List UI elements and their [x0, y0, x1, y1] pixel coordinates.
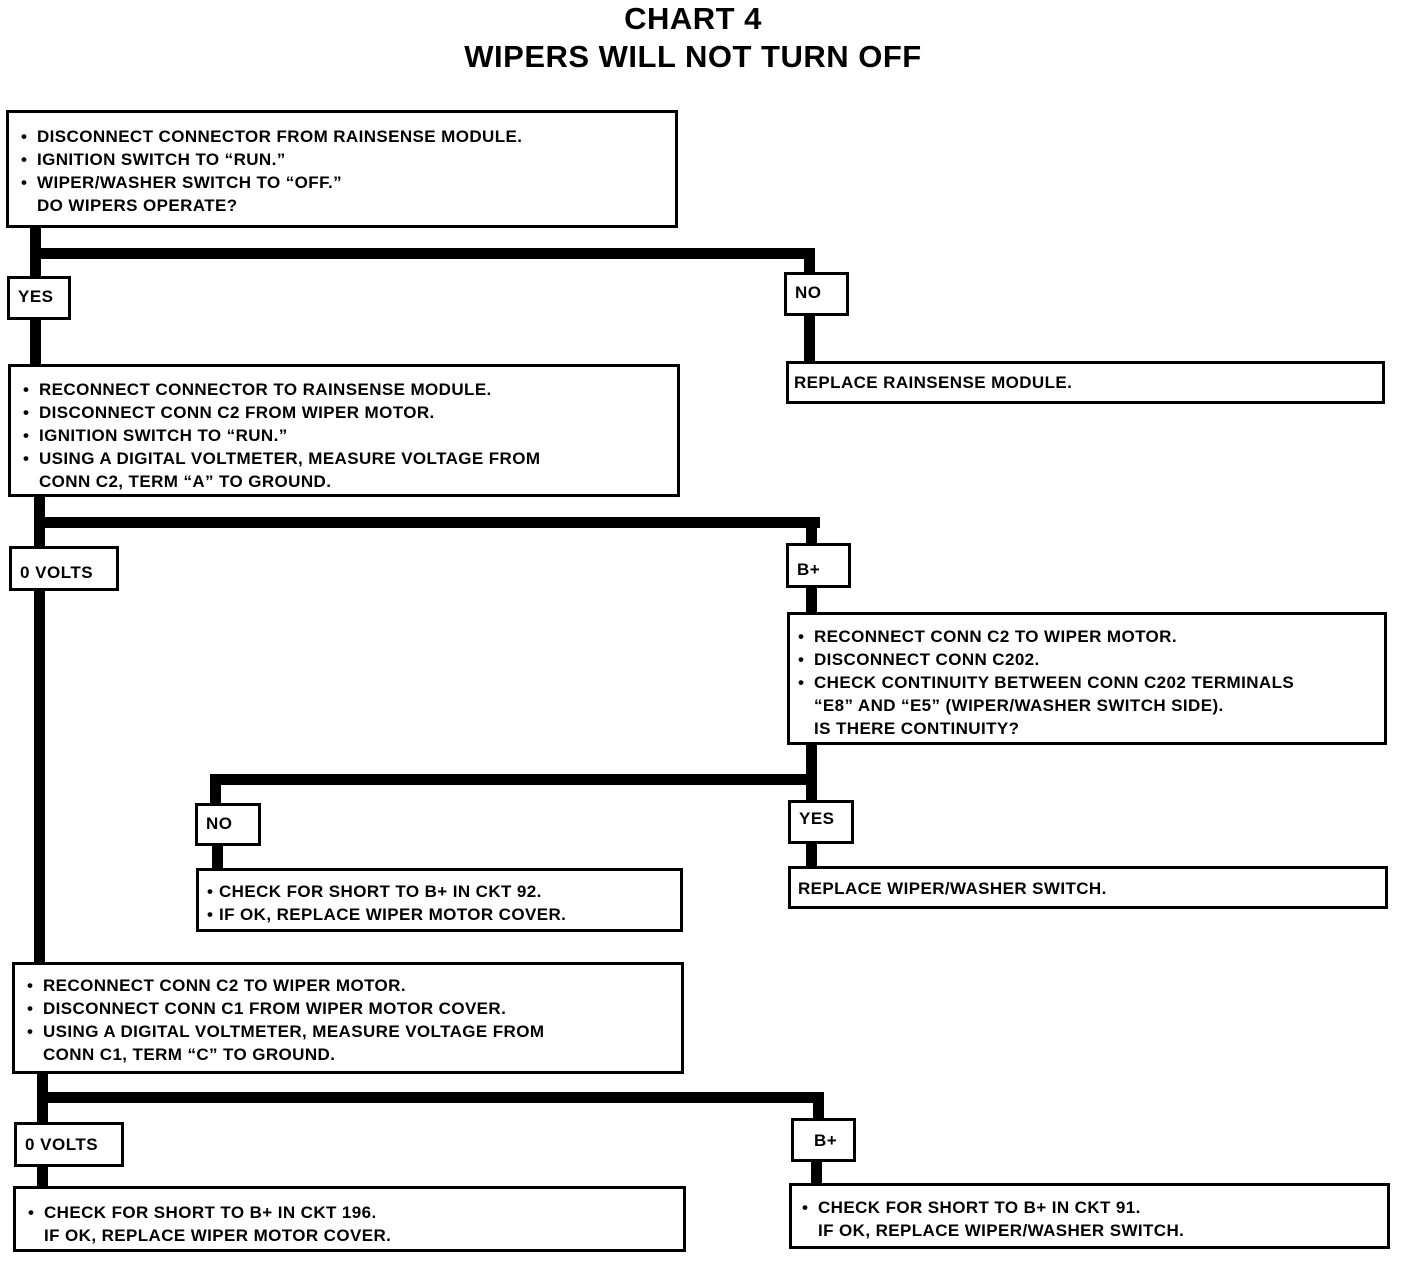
short-ckt196-box: CHECK FOR SHORT TO B+ IN CKT 196. IF OK,…: [13, 1186, 686, 1252]
step2-continuation: CONN C2, TERM “A” TO GROUND.: [39, 472, 332, 491]
replace-switch-box: REPLACE WIPER/WASHER SWITCH.: [788, 866, 1388, 909]
connector-line: [37, 1092, 824, 1103]
connector-line: [210, 774, 221, 806]
step3-bullet: RECONNECT CONN C2 TO WIPER MOTOR.: [794, 625, 1384, 648]
step3-continuation: “E8” AND “E5” (WIPER/WASHER SWITCH SIDE)…: [814, 696, 1224, 715]
connector-line: [210, 774, 817, 785]
step1-bullet: IGNITION SWITCH TO “RUN.”: [17, 148, 675, 171]
step1-box: DISCONNECT CONNECTOR FROM RAINSENSE MODU…: [6, 110, 678, 228]
step1-bullet: DISCONNECT CONNECTOR FROM RAINSENSE MODU…: [17, 125, 675, 148]
step2-box: RECONNECT CONNECTOR TO RAINSENSE MODULE.…: [8, 364, 680, 497]
connector-line: [806, 584, 817, 616]
step3-yes-label: YES: [788, 800, 854, 844]
step1-yes-label: YES: [7, 276, 71, 320]
connector-line: [34, 588, 45, 968]
replace-rainsense-box: REPLACE RAINSENSE MODULE.: [786, 361, 1385, 404]
step4-bullet: DISCONNECT CONN C1 FROM WIPER MOTOR COVE…: [23, 997, 681, 1020]
step4-box: RECONNECT CONN C2 TO WIPER MOTOR. DISCON…: [12, 962, 684, 1074]
connector-line: [813, 1092, 824, 1124]
step1-no-label: NO: [784, 272, 849, 316]
connector-line: [804, 312, 815, 364]
connector-line: [806, 517, 817, 547]
step2-bullet: DISCONNECT CONN C2 FROM WIPER MOTOR.: [19, 401, 677, 424]
short-ckt196-bullet: CHECK FOR SHORT TO B+ IN CKT 196.: [24, 1201, 683, 1224]
short-ckt91-continuation: IF OK, REPLACE WIPER/WASHER SWITCH.: [818, 1221, 1185, 1240]
step4-bullet: USING A DIGITAL VOLTMETER, MEASURE VOLTA…: [23, 1020, 681, 1043]
step1-question: DO WIPERS OPERATE?: [37, 196, 238, 215]
connector-line: [806, 741, 817, 803]
chart-number: CHART 4: [624, 1, 762, 36]
step3-no-label: NO: [195, 803, 261, 846]
step4-bplus-label: B+: [791, 1118, 856, 1162]
step3-bullet: CHECK CONTINUITY BETWEEN CONN C202 TERMI…: [794, 671, 1384, 694]
step1-bullet: WIPER/WASHER SWITCH TO “OFF.”: [17, 171, 675, 194]
connector-line: [34, 517, 820, 528]
connector-line: [804, 248, 815, 276]
step3-bullet: DISCONNECT CONN C202.: [794, 648, 1384, 671]
connector-line: [30, 316, 41, 368]
connector-line: [30, 248, 815, 259]
step3-question: IS THERE CONTINUITY?: [814, 719, 1020, 738]
connector-line: [37, 1163, 48, 1191]
step4-bullet: RECONNECT CONN C2 TO WIPER MOTOR.: [23, 974, 681, 997]
step3-box: RECONNECT CONN C2 TO WIPER MOTOR. DISCON…: [787, 612, 1387, 745]
step2-bullet: RECONNECT CONNECTOR TO RAINSENSE MODULE.: [19, 378, 677, 401]
step4-continuation: CONN C1, TERM “C” TO GROUND.: [43, 1045, 336, 1064]
short-ckt196-continuation: IF OK, REPLACE WIPER MOTOR COVER.: [44, 1226, 392, 1245]
step2-bullet: IGNITION SWITCH TO “RUN.”: [19, 424, 677, 447]
chart-title: WIPERS WILL NOT TURN OFF: [464, 39, 922, 74]
step2-bplus-label: B+: [786, 543, 851, 588]
connector-line: [806, 840, 817, 870]
connector-line: [212, 842, 223, 872]
step2-bullet: USING A DIGITAL VOLTMETER, MEASURE VOLTA…: [19, 447, 677, 470]
connector-line: [811, 1158, 822, 1188]
short-ckt92-bullet: IF OK, REPLACE WIPER MOTOR COVER.: [205, 903, 680, 926]
short-ckt91-bullet: CHECK FOR SHORT TO B+ IN CKT 91.: [798, 1196, 1387, 1219]
step4-zero-volts-label: 0 VOLTS: [14, 1122, 124, 1167]
short-ckt91-box: CHECK FOR SHORT TO B+ IN CKT 91. IF OK, …: [789, 1183, 1390, 1249]
step2-zero-volts-label: 0 VOLTS: [9, 546, 119, 591]
short-ckt92-bullet: CHECK FOR SHORT TO B+ IN CKT 92.: [205, 880, 680, 903]
short-ckt92-box: CHECK FOR SHORT TO B+ IN CKT 92. IF OK, …: [196, 868, 683, 932]
